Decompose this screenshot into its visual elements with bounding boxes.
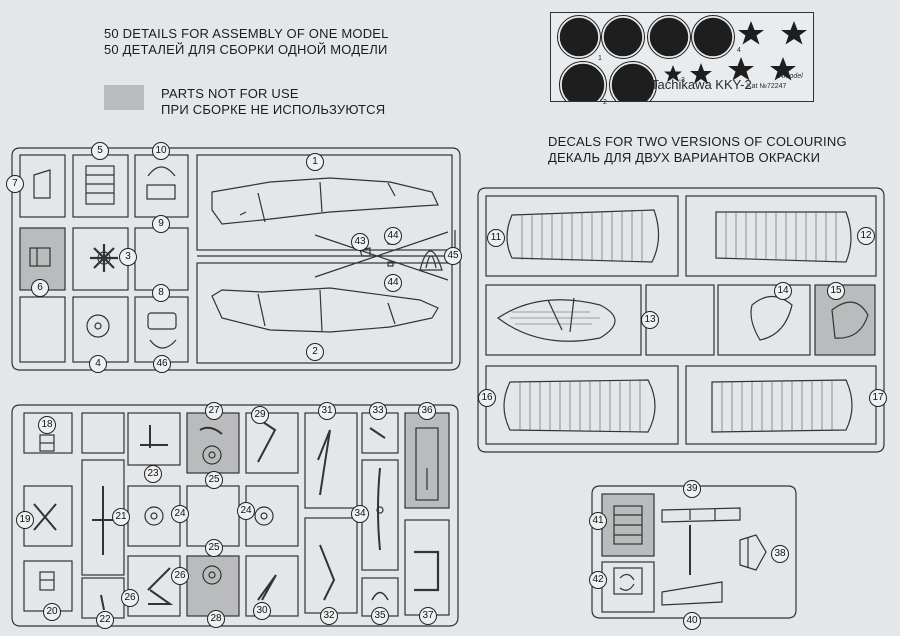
- part-label-29: 29: [251, 406, 269, 424]
- part-label-28: 28: [207, 610, 225, 628]
- decal-logo: Amodel: [779, 73, 803, 80]
- decal-insignia: [557, 15, 807, 101]
- part-label-8: 8: [152, 284, 170, 302]
- details-count-en: 50 DETAILS FOR ASSEMBLY OF ONE MODEL: [104, 26, 389, 41]
- decal-title: Tachikawa KKY-2: [651, 77, 752, 92]
- star-decal-1: [738, 21, 764, 45]
- part-label-19: 19: [16, 511, 34, 529]
- part-label-37: 37: [419, 607, 437, 625]
- sprue-c: [477, 187, 885, 453]
- part-label-1: 1: [306, 153, 324, 171]
- part-label-24b: 24: [237, 502, 255, 520]
- part-label-44b: 44: [384, 274, 402, 292]
- details-count-ru: 50 ДЕТАЛЕЙ ДЛЯ СБОРКИ ОДНОЙ МОДЕЛИ: [104, 42, 388, 57]
- part-label-4: 4: [89, 355, 107, 373]
- wing-rib-lines: [510, 210, 837, 432]
- part-label-39: 39: [683, 480, 701, 498]
- sprue-b: [11, 404, 459, 627]
- part-label-46: 46: [153, 355, 171, 373]
- part-label-2: 2: [306, 343, 324, 361]
- decal-catalog: Kat №72247: [747, 83, 787, 90]
- hinomaru-large-4: [692, 16, 734, 58]
- part-label-3: 3: [119, 248, 137, 266]
- star-decal-5: [728, 57, 754, 81]
- star-decal-3: [664, 65, 682, 82]
- part-label-9: 9: [152, 215, 170, 233]
- part-label-13: 13: [641, 311, 659, 329]
- part-label-33: 33: [369, 402, 387, 420]
- part-label-32: 32: [320, 607, 338, 625]
- part-label-16: 16: [478, 389, 496, 407]
- part-label-21: 21: [112, 508, 130, 526]
- hinomaru-large-6: [610, 62, 656, 101]
- hinomaru-large-2: [602, 16, 644, 58]
- part-label-22: 22: [96, 611, 114, 629]
- part-label-23: 23: [144, 465, 162, 483]
- decal-num-2: 2: [603, 99, 607, 106]
- part-label-25b: 25: [205, 539, 223, 557]
- part-label-27: 27: [205, 402, 223, 420]
- part-label-31: 31: [318, 402, 336, 420]
- part-label-45: 45: [444, 247, 462, 265]
- hinomaru-large-3: [648, 16, 690, 58]
- decal-num-4: 4: [737, 47, 741, 54]
- decals-caption-en: DECALS FOR TWO VERSIONS OF COLOURING: [548, 134, 847, 149]
- part-label-38: 38: [771, 545, 789, 563]
- part-label-35: 35: [371, 607, 389, 625]
- part-label-14: 14: [774, 282, 792, 300]
- star-decal-6: [770, 57, 796, 81]
- decal-num-3: 3: [681, 77, 685, 84]
- decal-sheet: 1 2 3 4 Tachikawa KKY-2 Kat №72247 Amode…: [550, 12, 814, 106]
- part-label-15: 15: [827, 282, 845, 300]
- unused-parts-swatch: [104, 85, 144, 110]
- part-label-5: 5: [91, 142, 109, 160]
- hinomaru-large-5: [560, 62, 606, 101]
- part-label-44a: 44: [384, 227, 402, 245]
- part-label-24a: 24: [171, 505, 189, 523]
- part-label-42: 42: [589, 571, 607, 589]
- part-label-26a: 26: [171, 567, 189, 585]
- hinomaru-large-1: [558, 16, 600, 58]
- part-label-10: 10: [152, 142, 170, 160]
- sprue-a: [11, 147, 461, 371]
- part-label-11: 11: [487, 229, 505, 247]
- part-label-25a: 25: [205, 471, 223, 489]
- part-label-12: 12: [857, 227, 875, 245]
- unused-parts-ru: ПРИ СБОРКЕ НЕ ИСПОЛЬЗУЮТСЯ: [161, 102, 386, 117]
- part-label-36: 36: [418, 402, 436, 420]
- part-label-41: 41: [589, 512, 607, 530]
- part-label-18: 18: [38, 416, 56, 434]
- sprue-d: [591, 485, 797, 619]
- part-label-43: 43: [351, 233, 369, 251]
- part-label-34: 34: [351, 505, 369, 523]
- part-label-7: 7: [6, 175, 24, 193]
- part-label-40: 40: [683, 612, 701, 630]
- part-label-6: 6: [31, 279, 49, 297]
- part-label-26b: 26: [121, 589, 139, 607]
- star-decal-2: [781, 21, 807, 45]
- decals-caption-ru: ДЕКАЛЬ ДЛЯ ДВУХ ВАРИАНТОВ ОКРАСКИ: [548, 150, 821, 165]
- part-label-30: 30: [253, 602, 271, 620]
- part-label-17: 17: [869, 389, 887, 407]
- unused-parts-en: PARTS NOT FOR USE: [161, 86, 299, 101]
- part-label-20: 20: [43, 603, 61, 621]
- decal-num-1: 1: [598, 55, 602, 62]
- star-decal-4: [690, 63, 712, 84]
